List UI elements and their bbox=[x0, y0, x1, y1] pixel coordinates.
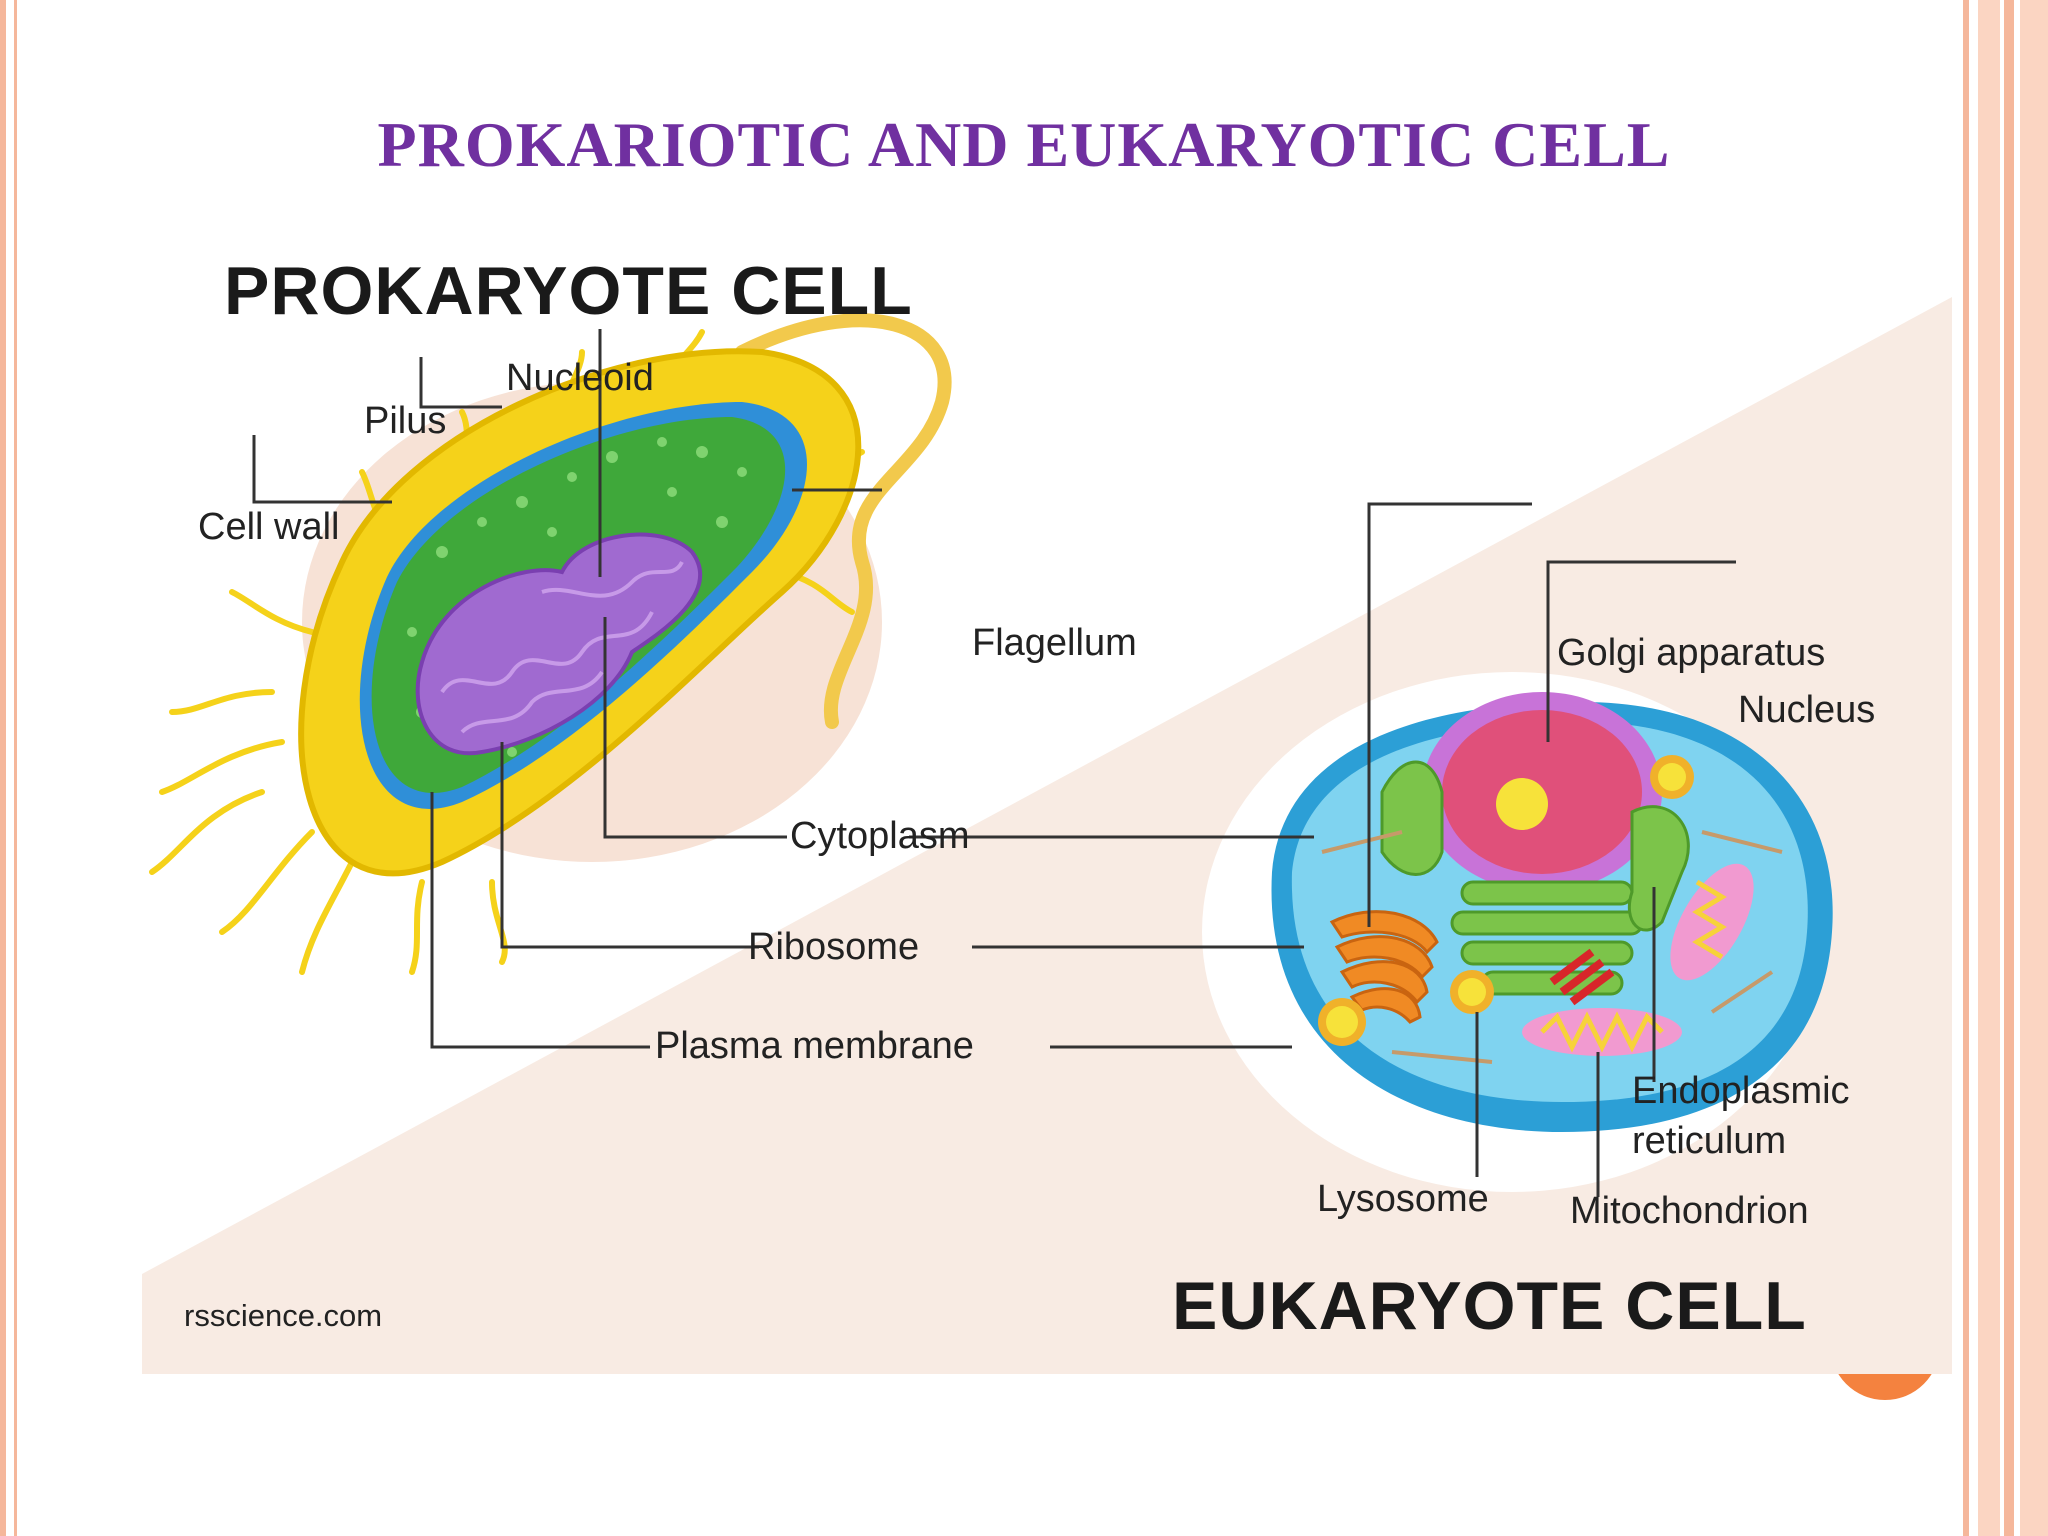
eukaryote-heading: EUKARYOTE CELL bbox=[1172, 1268, 1807, 1344]
label-flagellum: Flagellum bbox=[972, 622, 1137, 664]
frame-stripe-right-inner bbox=[2004, 0, 2014, 1536]
label-cytoplasm: Cytoplasm bbox=[790, 815, 970, 857]
prokaryote-cell bbox=[149, 313, 952, 975]
eukaryote-cell bbox=[1271, 692, 1833, 1132]
leader-lines bbox=[252, 329, 1736, 1197]
endoplasmic-reticulum bbox=[1380, 760, 1690, 996]
flagellum bbox=[735, 313, 952, 729]
label-nucleoid: Nucleoid bbox=[506, 357, 654, 399]
lysosomes bbox=[1318, 755, 1694, 1046]
label-endoplasmic: Endoplasmic bbox=[1632, 1070, 1850, 1112]
frame-stripe-right-outer bbox=[2020, 0, 2048, 1536]
nucleoid-dna bbox=[440, 560, 684, 734]
rough-er bbox=[1549, 948, 1615, 1006]
frame-stripe-left-thin bbox=[14, 0, 17, 1536]
frame-stripe-right-wide bbox=[1978, 0, 2000, 1536]
label-golgi-apparatus: Golgi apparatus bbox=[1557, 632, 1826, 674]
label-cell-wall: Cell wall bbox=[198, 506, 340, 548]
slide-title: PROKARIOTIC AND EUKARYOTIC CELL bbox=[377, 109, 1671, 180]
image-credit: rsscience.com bbox=[184, 1298, 383, 1333]
nucleolus bbox=[1496, 778, 1548, 830]
cell-diagram: PROKARYOTE CELL EUKARYOTE CELL Nucleoid … bbox=[142, 232, 1952, 1374]
label-plasma-membrane: Plasma membrane bbox=[655, 1025, 974, 1067]
golgi-apparatus bbox=[1329, 910, 1439, 1024]
label-lysosome: Lysosome bbox=[1317, 1178, 1489, 1220]
label-reticulum: reticulum bbox=[1632, 1120, 1787, 1162]
frame-stripe-left bbox=[0, 0, 6, 1536]
cytoskeleton bbox=[1321, 830, 1783, 1064]
label-pilus: Pilus bbox=[364, 400, 447, 442]
prokaryote-heading: PROKARYOTE CELL bbox=[224, 253, 913, 329]
label-mitochondrion: Mitochondrion bbox=[1570, 1190, 1809, 1232]
label-nucleus: Nucleus bbox=[1738, 689, 1876, 731]
label-ribosome: Ribosome bbox=[748, 926, 920, 968]
cell-illustration bbox=[142, 297, 1952, 1374]
mitochondria bbox=[1522, 863, 1754, 1056]
nucleoid bbox=[415, 532, 702, 756]
frame-stripe-right bbox=[1963, 0, 1969, 1536]
